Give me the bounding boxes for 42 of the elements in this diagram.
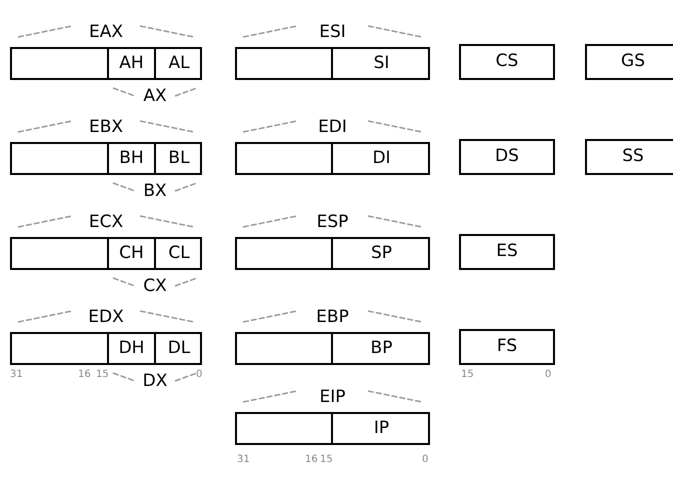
register-cell: DL bbox=[154, 334, 202, 363]
bit-number: 15 bbox=[461, 369, 474, 381]
register-cell: AH bbox=[107, 49, 154, 78]
segment-register-box: GS bbox=[585, 44, 673, 80]
bit-number: 0 bbox=[196, 369, 202, 381]
bit-number: 31 bbox=[237, 454, 250, 466]
register-cell: CL bbox=[154, 239, 202, 268]
register-cell: CH bbox=[107, 239, 154, 268]
segment-register-box: DS bbox=[459, 139, 555, 175]
register-cell: AL bbox=[154, 49, 202, 78]
register-name: EBP bbox=[316, 306, 349, 328]
register-name: EIP bbox=[319, 386, 346, 408]
register-name: ECX bbox=[88, 211, 124, 233]
register-cell: DI bbox=[331, 144, 430, 173]
bit-number: 15 bbox=[320, 454, 333, 466]
register-name: EAX bbox=[88, 21, 124, 43]
register-cell: BL bbox=[154, 144, 202, 173]
segment-register-box: FS bbox=[459, 329, 555, 365]
sub-register-name: CX bbox=[143, 276, 167, 296]
bit-number: 0 bbox=[422, 454, 428, 466]
bit-number: 15 bbox=[96, 369, 109, 381]
register-cell: IP bbox=[331, 414, 430, 443]
register-cell: BH bbox=[107, 144, 154, 173]
register-name: ESI bbox=[319, 21, 346, 43]
sub-register-name: BX bbox=[143, 181, 167, 201]
register-cell: BP bbox=[331, 334, 430, 363]
bit-number: 0 bbox=[545, 369, 552, 381]
segment-register-box: ES bbox=[459, 234, 555, 270]
register-name: EBX bbox=[88, 116, 124, 138]
sub-register-name: AX bbox=[143, 86, 167, 106]
bit-number: 31 bbox=[10, 369, 23, 381]
register-cell: SP bbox=[331, 239, 430, 268]
register-cell: SI bbox=[331, 49, 430, 78]
register-name: EDI bbox=[318, 116, 347, 138]
register-cell: DH bbox=[107, 334, 154, 363]
bit-number: 16 bbox=[78, 369, 91, 381]
segment-register-box: SS bbox=[585, 139, 673, 175]
register-name: ESP bbox=[316, 211, 348, 233]
bit-number: 16 bbox=[305, 454, 318, 466]
segment-register-box: CS bbox=[459, 44, 555, 80]
sub-register-name: DX bbox=[142, 371, 168, 391]
register-name: EDX bbox=[88, 306, 124, 328]
